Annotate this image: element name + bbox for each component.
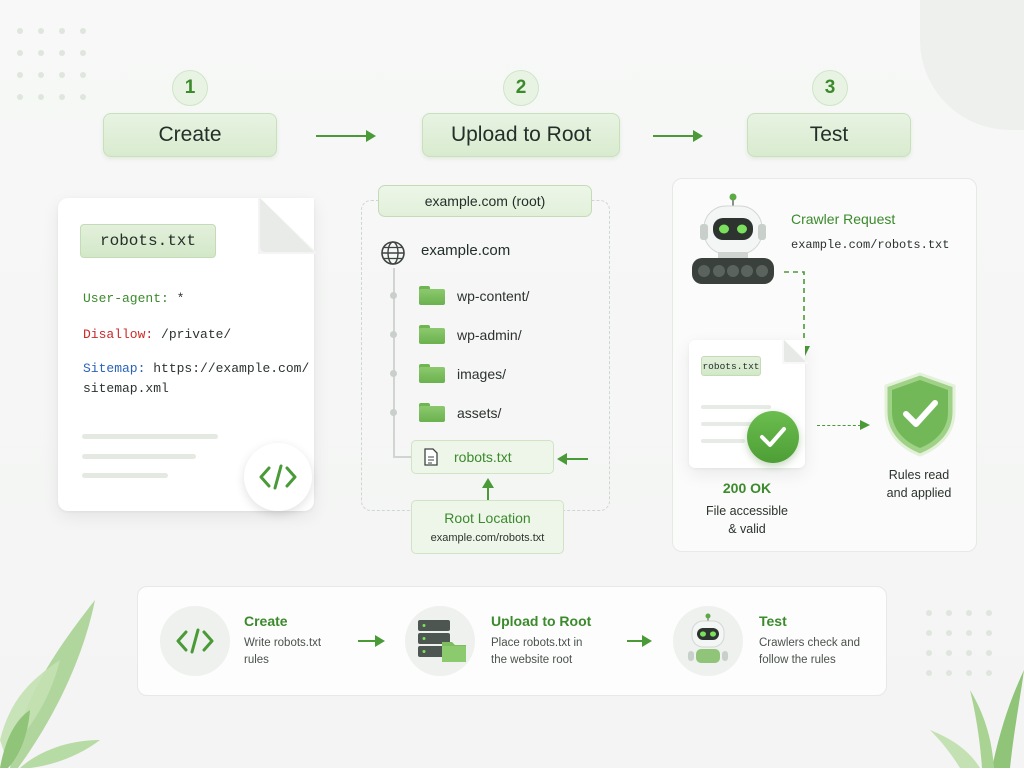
crawler-request-url: example.com/robots.txt [791, 238, 950, 252]
step-arrow-1-head [366, 130, 376, 142]
tree-line [393, 456, 413, 458]
code-line-disallow: Disallow: /private/ [83, 327, 232, 342]
step-1-number: 1 [172, 70, 208, 106]
domain-label: example.com [421, 242, 511, 259]
folder-icon [419, 364, 445, 383]
leaf-decoration-right [930, 670, 1024, 768]
robots-filename-tag: robots.txt [80, 224, 216, 258]
placeholder-line [701, 422, 759, 426]
document-folded-corner [258, 196, 316, 254]
folder-item-assets: assets/ [390, 403, 501, 422]
pointer-up-line [487, 486, 489, 500]
code-icon [176, 628, 214, 654]
legend-upload-icon [405, 606, 475, 676]
step-3-number: 3 [812, 70, 848, 106]
root-label-tag: example.com (root) [378, 185, 592, 217]
legend-create-icon [160, 606, 230, 676]
tree-node-dot [390, 292, 397, 299]
crawler-request-title: Crawler Request [791, 211, 896, 227]
step-arrow-2-line [653, 135, 695, 137]
folder-icon [419, 286, 445, 305]
folder-item-wp-admin: wp-admin/ [390, 325, 522, 344]
globe-icon [381, 241, 405, 265]
placeholder-line [82, 454, 196, 459]
server-folder-icon [418, 620, 466, 662]
step-2-number: 2 [503, 70, 539, 106]
file-icon [424, 448, 438, 466]
pointer-arrow-head [557, 453, 567, 465]
shield-check-icon [884, 372, 956, 457]
tree-node-dot [390, 370, 397, 377]
legend-arrow-1-head [375, 635, 385, 647]
legend-arrow-2-line [627, 640, 643, 642]
legend-panel [137, 586, 887, 696]
root-location-url: example.com/robots.txt [430, 532, 545, 544]
placeholder-line [82, 434, 218, 439]
legend-arrow-2-head [642, 635, 652, 647]
checkmark-icon [747, 411, 799, 463]
pointer-up-head [482, 478, 494, 488]
code-line-user-agent: User-agent: * [83, 291, 185, 306]
step-test-pill: Test [747, 113, 911, 157]
file-preview-tag: robots.txt [701, 356, 761, 376]
legend-test-icon [673, 606, 743, 676]
tree-node-dot [390, 409, 397, 416]
status-description: File accessible& valid [706, 504, 788, 536]
dot-grid-bottom-right [926, 610, 992, 676]
step-create-pill: Create [103, 113, 277, 157]
step-upload-pill: Upload to Root [422, 113, 620, 157]
robot-icon [688, 613, 728, 663]
placeholder-line [701, 405, 771, 409]
tree-line [393, 268, 395, 458]
root-location-box: Root Location example.com/robots.txt [411, 500, 564, 554]
placeholder-line [701, 439, 745, 443]
status-code: 200 OK [722, 480, 772, 496]
tree-node-dot [390, 331, 397, 338]
bg-circle-right [920, 0, 1024, 130]
legend-arrow-1-line [358, 640, 376, 642]
robots-file-item: robots.txt [411, 440, 554, 474]
step-arrow-1-line [316, 135, 368, 137]
folder-item-images: images/ [390, 364, 506, 383]
placeholder-line [82, 473, 168, 478]
step-arrow-2-head [693, 130, 703, 142]
dot-grid-top-left [17, 28, 86, 100]
dashed-arrow-head [860, 420, 870, 430]
folder-icon [419, 325, 445, 344]
root-location-title: Root Location [444, 510, 531, 526]
folder-icon [419, 403, 445, 422]
code-line-sitemap: Sitemap: https://example.com/ sitemap.xm… [83, 361, 310, 396]
dashed-connector [817, 425, 861, 426]
leaf-decoration-left [0, 600, 100, 768]
code-icon [244, 443, 312, 511]
robot-icon [692, 193, 774, 284]
folder-item-wp-content: wp-content/ [390, 286, 529, 305]
pointer-arrow-line [566, 458, 588, 460]
document-folded-corner [782, 338, 808, 364]
